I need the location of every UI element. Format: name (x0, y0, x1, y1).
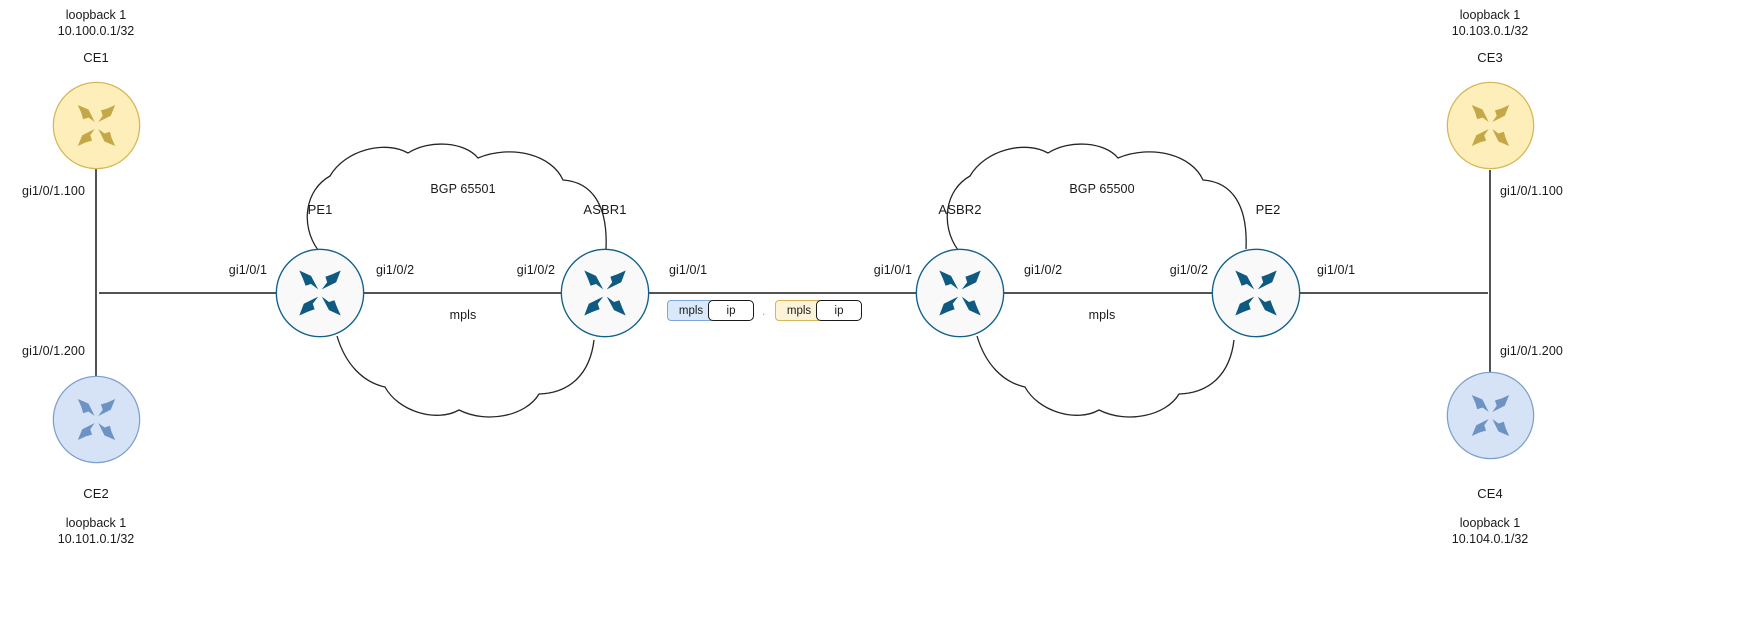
ce1-loopback-labels: loopback 1 10.100.0.1/32 (58, 8, 134, 39)
ce1-name-label: CE1 (83, 50, 109, 65)
ce2-name-label: CE2 (83, 486, 109, 501)
node-asbr2[interactable] (915, 248, 1005, 338)
cloud-left-label: BGP 65501 (430, 182, 496, 196)
legend-mpls-badge-blue[interactable]: mpls (667, 300, 715, 321)
legend-label-stack-yellow: mpls ip (775, 300, 862, 321)
ce4-loopback-label: loopback 1 (1459, 516, 1521, 530)
ce4-interface-label: gi1/0/1.200 (1500, 344, 1563, 358)
pe2-right-interface-label: gi1/0/1 (1317, 263, 1356, 277)
node-pe2[interactable] (1211, 248, 1301, 338)
ce4-loopback-address: 10.104.0.1/32 (1451, 531, 1529, 546)
pe1-right-interface-label: gi1/0/2 (376, 263, 415, 277)
pe2-name-label: PE2 (1255, 202, 1281, 217)
legend-ip-badge-yellow[interactable]: ip (816, 300, 862, 321)
asbr2-name-label: ASBR2 (938, 202, 982, 217)
mpls-left-link-label: mpls (449, 308, 477, 322)
pe1-name-label: PE1 (307, 202, 333, 217)
ce4-loopback-labels: loopback 1 10.104.0.1/32 (1452, 516, 1528, 547)
ce2-loopback-address: 10.101.0.1/32 (57, 531, 135, 546)
ce3-loopback-labels: loopback 1 10.103.0.1/32 (1452, 8, 1528, 39)
ce3-name-label: CE3 (1477, 50, 1503, 65)
mpls-right-link-label: mpls (1088, 308, 1116, 322)
ce3-interface-label: gi1/0/1.100 (1500, 184, 1563, 198)
ce2-loopback-labels: loopback 1 10.101.0.1/32 (58, 516, 134, 547)
cloud-right-bgp65500-bottom (976, 335, 1235, 418)
pe2-left-interface-label: gi1/0/2 (1169, 263, 1208, 277)
ce1-loopback-label: loopback 1 (65, 8, 127, 22)
asbr1-right-interface-label: gi1/0/1 (669, 263, 708, 277)
node-pe1[interactable] (275, 248, 365, 338)
asbr1-left-interface-label: gi1/0/2 (516, 263, 555, 277)
node-asbr1[interactable] (560, 248, 650, 338)
ce2-loopback-label: loopback 1 (65, 516, 127, 530)
cloud-left-bgp65501-bottom (336, 335, 595, 418)
cloud-right-label: BGP 65500 (1069, 182, 1135, 196)
node-ce4[interactable] (1446, 371, 1535, 460)
node-ce3[interactable] (1446, 81, 1535, 170)
legend-label-stack-blue: mpls ip (667, 300, 754, 321)
ce1-loopback-address: 10.100.0.1/32 (57, 23, 135, 38)
node-ce2[interactable] (52, 375, 141, 464)
ce3-loopback-label: loopback 1 (1459, 8, 1521, 22)
ce3-loopback-address: 10.103.0.1/32 (1451, 23, 1529, 38)
ce2-interface-label: gi1/0/1.200 (22, 344, 85, 358)
asbr1-name-label: ASBR1 (583, 202, 627, 217)
node-ce1[interactable] (52, 81, 141, 170)
legend-separator-dot: . (762, 304, 766, 318)
asbr2-right-interface-label: gi1/0/2 (1024, 263, 1063, 277)
cloud-right-bgp65500 (946, 143, 1247, 251)
pe1-left-interface-label: gi1/0/1 (228, 263, 267, 277)
ce4-name-label: CE4 (1477, 486, 1503, 501)
asbr2-left-interface-label: gi1/0/1 (873, 263, 912, 277)
legend-ip-badge-blue[interactable]: ip (708, 300, 754, 321)
ce1-interface-label: gi1/0/1.100 (22, 184, 85, 198)
cloud-left-bgp65501 (306, 143, 607, 251)
